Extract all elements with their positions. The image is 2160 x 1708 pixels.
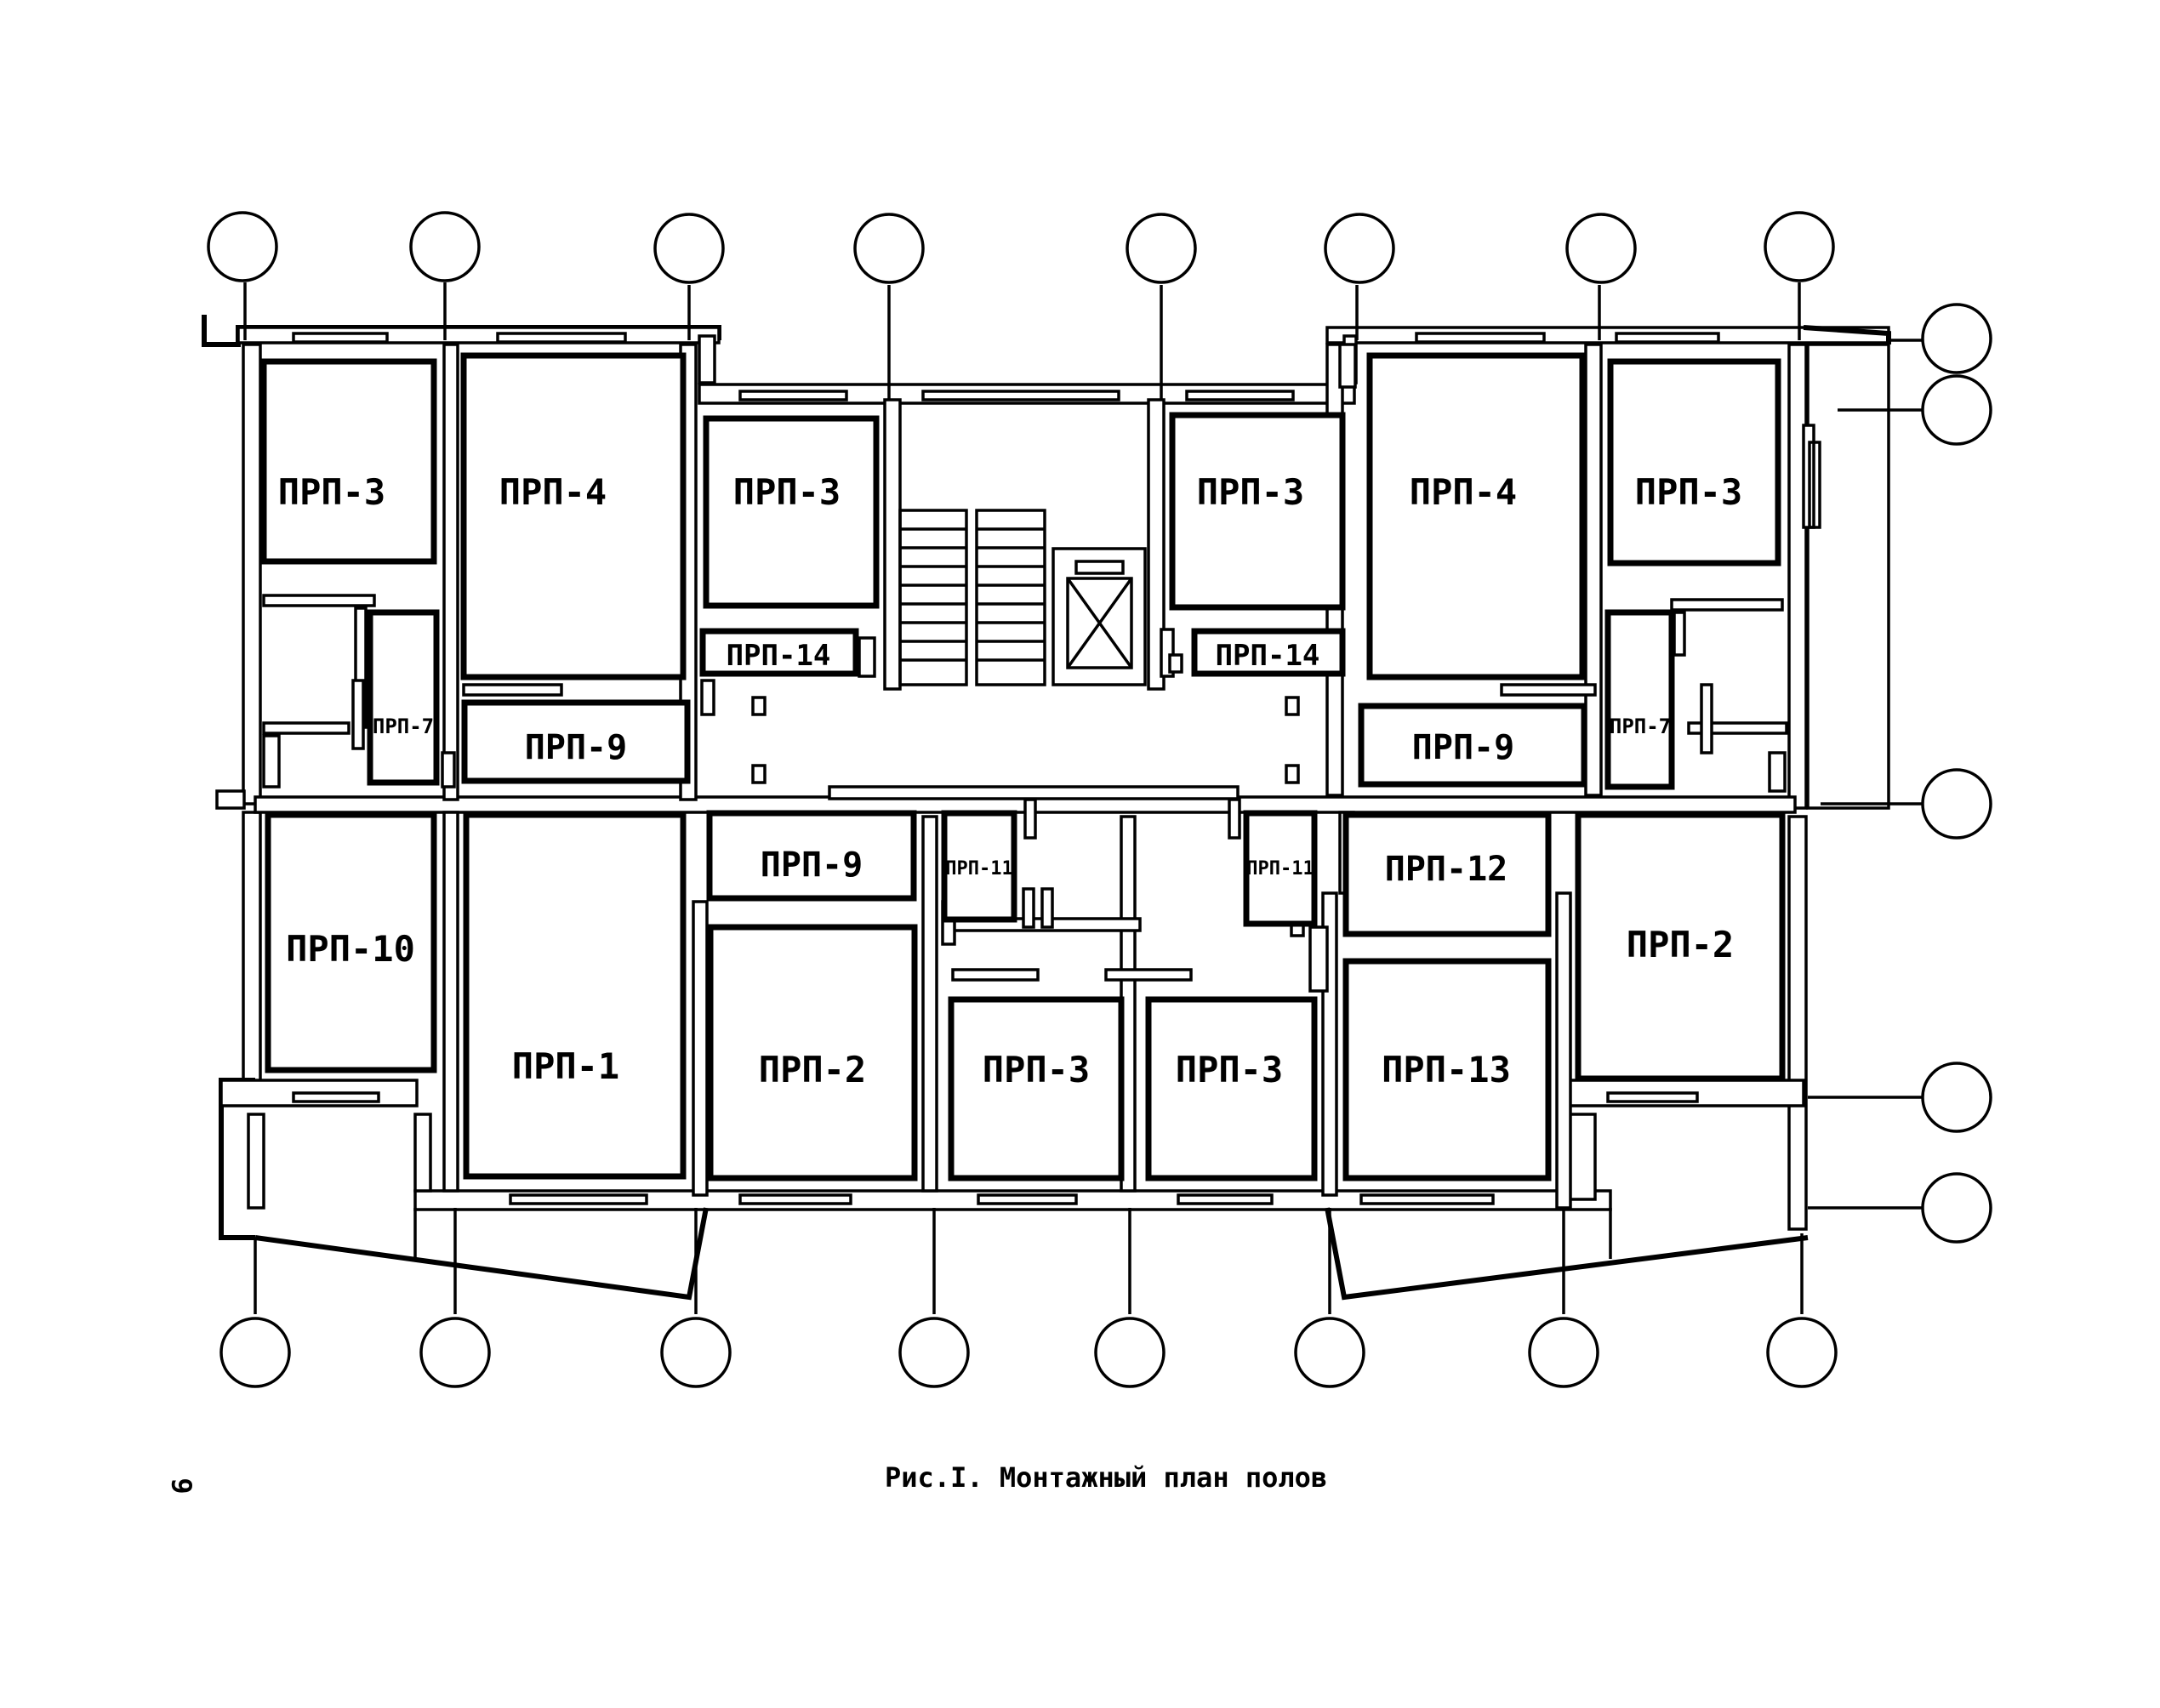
panel-r11: [461, 699, 691, 784]
panel-r22: [1342, 958, 1552, 1181]
label-r6: ПРП-3: [1635, 471, 1742, 513]
panel-r10: [1604, 609, 1675, 790]
panel-r21: [1145, 996, 1318, 1181]
axis-bubble: [409, 211, 481, 282]
label-r15: ПРП-11: [1246, 858, 1314, 880]
panel-r9: [367, 609, 440, 786]
label-r12: ПРП-9: [1412, 728, 1514, 767]
label-r7: ПРП-14: [727, 639, 831, 673]
panel-r2: [460, 352, 687, 680]
label-r21: ПРП-3: [1176, 1049, 1283, 1090]
floor-panels: [260, 352, 1786, 1181]
axis-bubble: [1921, 374, 1992, 446]
panel-r19: [707, 924, 918, 1181]
label-r22: ПРП-13: [1382, 1049, 1511, 1090]
label-r13: ПРП-9: [761, 845, 863, 885]
label-r18: ПРП-1: [512, 1045, 619, 1087]
label-r2: ПРП-4: [499, 471, 607, 513]
axis-bubble: [1921, 1062, 1992, 1133]
panel-r4: [1169, 412, 1346, 611]
axis-bubble: [1764, 211, 1835, 282]
axis-bubble: [660, 1317, 732, 1388]
panel-r14: [941, 810, 1017, 923]
axis-bubble: [898, 1317, 970, 1388]
label-r20: ПРП-3: [983, 1049, 1090, 1090]
staircase: [898, 509, 1046, 686]
axis-bubble: [1766, 1317, 1838, 1388]
label-r9: ПРП-7: [373, 715, 434, 738]
label-r14: ПРП-11: [945, 858, 1012, 880]
outer-walls: [202, 315, 1891, 1301]
panel-r13: [706, 810, 917, 902]
figure-caption: Рис.I. Монтажный план полов: [885, 1461, 1328, 1494]
panel-labels: ПРП-3 ПРП-4 ПРП-3 ПРП-3 ПРП-4 ПРП-3 ПРП-…: [278, 471, 1742, 1090]
axis-bubble: [1921, 768, 1992, 840]
axis-bubble: [1294, 1317, 1365, 1388]
axis-leaders: [243, 282, 1923, 1314]
panel-r15: [1243, 810, 1318, 927]
axis-bubble: [1324, 213, 1395, 284]
panel-r20: [948, 996, 1125, 1181]
panel-r7: [699, 628, 859, 677]
page-number: 6: [166, 1477, 199, 1494]
axis-bubble: [219, 1317, 291, 1388]
axis-bubble: [1921, 1172, 1992, 1244]
label-r5: ПРП-4: [1410, 471, 1517, 513]
label-r4: ПРП-3: [1197, 471, 1304, 513]
window-marks: [292, 332, 1821, 1205]
axis-bubble: [1528, 1317, 1599, 1388]
axis-bubbles: [207, 211, 1992, 1388]
label-r16: ПРП-12: [1385, 850, 1508, 889]
panel-r5: [1366, 352, 1586, 680]
panel-r1: [260, 358, 437, 565]
label-r11: ПРП-9: [525, 728, 627, 767]
axis-bubble: [1921, 303, 1992, 374]
panel-r23: [1575, 811, 1786, 1082]
label-r10: ПРП-7: [1610, 715, 1671, 738]
axis-bubble: [1565, 213, 1637, 284]
elevator-shaft: [1052, 547, 1147, 686]
panel-r18: [463, 811, 687, 1180]
label-r3: ПРП-3: [733, 471, 841, 513]
label-r23: ПРП-2: [1627, 924, 1734, 965]
axis-bubble: [1126, 213, 1197, 284]
label-r19: ПРП-2: [759, 1049, 866, 1090]
axis-bubble: [853, 213, 925, 284]
axis-bubble: [653, 213, 725, 284]
axis-bubble: [1094, 1317, 1165, 1388]
axis-bubble: [207, 211, 278, 282]
stair-treads: [900, 527, 1045, 662]
panel-r8: [1191, 628, 1346, 677]
panel-r3: [703, 415, 880, 609]
label-r17: ПРП-10: [286, 928, 415, 970]
panel-r12: [1358, 703, 1587, 788]
panel-r17: [265, 811, 437, 1073]
axis-bubble: [419, 1317, 491, 1388]
label-r1: ПРП-3: [278, 471, 385, 513]
label-r8: ПРП-14: [1216, 639, 1320, 673]
panel-r6: [1607, 358, 1781, 566]
panel-r16: [1342, 811, 1552, 937]
